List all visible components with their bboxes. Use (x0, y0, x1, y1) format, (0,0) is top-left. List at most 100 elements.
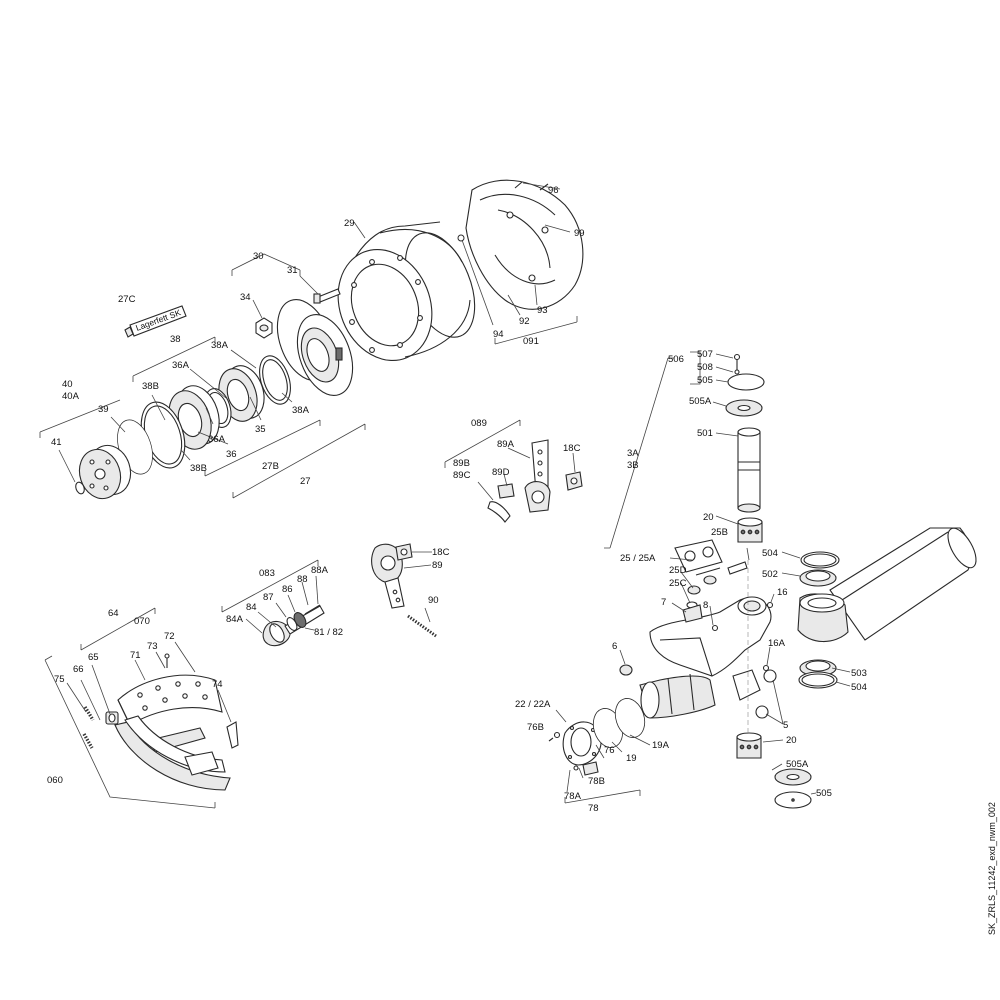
label-070: 070 (134, 616, 150, 627)
label-16: 16 (777, 587, 788, 598)
bearing-502 (799, 569, 837, 587)
label-86: 86 (282, 584, 293, 595)
label-19a: 19A (652, 740, 670, 751)
label-99: 99 (574, 228, 585, 239)
label-20-b: 20 (786, 735, 797, 746)
label-504: 504 (762, 548, 778, 559)
shim-505a (725, 399, 763, 417)
outer-bearing-35 (218, 365, 265, 422)
label-81-82: 81 / 82 (314, 627, 343, 638)
clip-74 (226, 721, 239, 749)
wedge-7 (682, 604, 703, 623)
label-30: 30 (253, 251, 264, 262)
label-6: 6 (612, 641, 617, 652)
cap-505-bottom (774, 791, 812, 809)
label-34: 34 (240, 292, 251, 303)
label-091: 091 (523, 336, 539, 347)
label-8: 8 (703, 600, 708, 611)
label-508: 508 (697, 362, 713, 373)
drawing-id: SK_ZRLS_11242_exd_nwm_002 (987, 802, 997, 935)
label-504-b: 504 (851, 682, 867, 693)
label-40: 40 (62, 379, 73, 390)
label-66: 66 (73, 664, 84, 675)
label-3b: 3B (627, 460, 639, 471)
label-19: 19 (626, 753, 637, 764)
label-78b: 78B (588, 776, 605, 787)
label-92: 92 (519, 316, 530, 327)
king-pin-cap-505 (727, 373, 765, 391)
label-78: 78 (588, 803, 599, 814)
axle-beam (797, 527, 977, 643)
wheel-hub (276, 299, 354, 396)
brake-backing-plate (465, 179, 584, 310)
label-503: 503 (851, 668, 867, 679)
grease-nipple-16a (762, 664, 770, 672)
label-93: 93 (537, 305, 548, 316)
label-083: 083 (259, 568, 275, 579)
clevis-89d (497, 483, 515, 499)
label-089: 089 (471, 418, 487, 429)
label-506: 506 (668, 354, 684, 365)
label-89a: 89A (497, 439, 515, 450)
label-27c: 27C (118, 294, 136, 305)
label-96: 96 (548, 185, 559, 196)
label-65: 65 (88, 652, 99, 663)
label-31: 31 (287, 265, 298, 276)
label-38b-2: 38B (190, 463, 207, 474)
plug-5a (763, 669, 777, 683)
slack-adjuster-89 (371, 543, 405, 609)
brake-carrier-22 (562, 721, 602, 766)
steering-arm-plate-25 (674, 539, 723, 573)
slack-adjuster-lever (524, 439, 551, 513)
bushing-20-bottom (736, 732, 762, 759)
label-71: 71 (130, 650, 141, 661)
bushing-20-top (737, 517, 763, 543)
label-25-25a: 25 / 25A (620, 553, 656, 564)
brake-shoe-lower (114, 715, 231, 791)
label-27b: 27B (262, 461, 279, 472)
seal-ring-38a (259, 355, 291, 405)
steering-knuckle (639, 596, 772, 719)
wheel-nut (255, 317, 273, 339)
label-38a-2: 38A (292, 405, 310, 416)
label-27: 27 (300, 476, 311, 487)
label-505a-b: 505A (786, 759, 809, 770)
label-89d: 89D (492, 467, 510, 478)
label-5: 5 (783, 720, 788, 731)
label-29: 29 (344, 218, 355, 229)
label-501: 501 (697, 428, 713, 439)
king-pin-501 (737, 427, 761, 513)
label-72: 72 (164, 631, 175, 642)
roller-65 (105, 711, 119, 725)
brake-drum (337, 221, 476, 362)
bracket-18c-lower (395, 543, 413, 561)
anchor-bracket-89b (487, 501, 511, 523)
label-41: 41 (51, 437, 62, 448)
label-89c: 89C (453, 470, 471, 481)
label-38: 38 (170, 334, 181, 345)
wheel-stud (313, 288, 341, 304)
grease-nipple-16 (766, 601, 774, 609)
camshaft-assembly (262, 604, 325, 647)
shim-505a-bottom (774, 768, 812, 786)
label-25d: 25D (669, 565, 687, 576)
label-18c: 18C (563, 443, 581, 454)
label-22-22a: 22 / 22A (515, 699, 551, 710)
label-7: 7 (661, 597, 666, 608)
cap-screw-41 (75, 481, 85, 495)
label-74: 74 (212, 679, 223, 690)
label-40a: 40A (62, 391, 80, 402)
bolts-25b (695, 561, 748, 576)
label-89: 89 (432, 560, 443, 571)
label-505: 505 (697, 375, 713, 386)
label-505a: 505A (689, 396, 712, 407)
seal-504-bottom (798, 671, 838, 689)
label-94: 94 (493, 329, 504, 340)
label-76: 76 (604, 745, 615, 756)
pin-73 (164, 653, 170, 668)
return-spring-90 (407, 614, 437, 638)
nut-25d (687, 575, 717, 595)
label-89b: 89B (453, 458, 470, 469)
part-labels: 96 99 93 92 94 091 29 30 31 34 27C 38 38… (47, 185, 867, 814)
